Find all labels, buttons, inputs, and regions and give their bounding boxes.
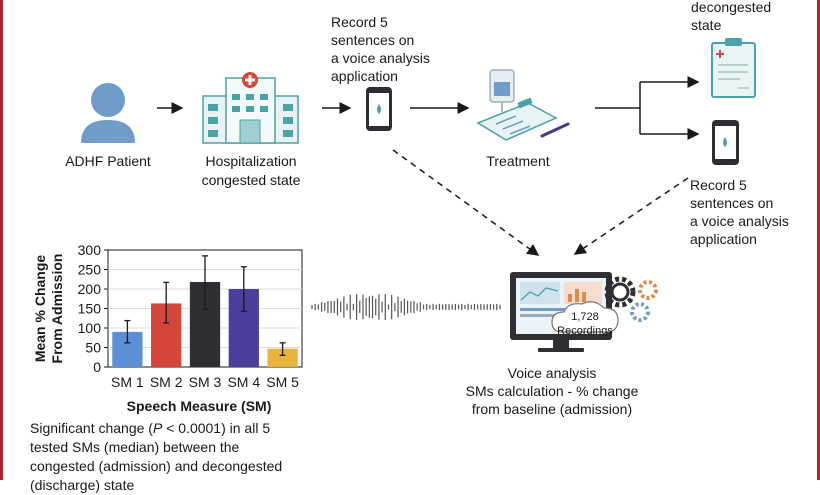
summary-line3: congested (admission) and decongested xyxy=(30,458,283,474)
y-axis-label-line2: From Admission xyxy=(49,254,65,364)
patient-label: ADHF Patient xyxy=(65,153,151,169)
record-top-line2: sentences on xyxy=(331,32,414,48)
record-bottom-line2: sentences on xyxy=(690,195,773,211)
decongested-line2: state xyxy=(691,17,722,33)
x-tick-label: SM 4 xyxy=(227,374,260,390)
recordings-label: Recordings xyxy=(557,325,613,337)
bar-5 xyxy=(267,348,298,367)
y-axis-label-line1: Mean % Change xyxy=(32,255,48,363)
y-tick-label: 300 xyxy=(78,242,102,258)
right-frame-border xyxy=(817,0,820,480)
voice-analysis-line1: Voice analysis xyxy=(508,365,597,381)
treatment-label: Treatment xyxy=(486,153,549,169)
phone-icon-top xyxy=(366,87,392,131)
patient-icon xyxy=(81,83,135,143)
record-top-line1: Record 5 xyxy=(331,14,388,30)
gears-icon xyxy=(604,276,658,322)
y-tick-label: 100 xyxy=(78,320,102,336)
audio-waveform xyxy=(311,294,501,320)
diagram-canvas: ADHF Patient Hospitalization congested s… xyxy=(32,0,789,417)
summary-line4: (discharge) state xyxy=(30,477,135,493)
summary-line2: tested SMs (median) between the xyxy=(30,439,240,455)
phone-icon-bottom xyxy=(712,120,739,165)
y-tick-label: 150 xyxy=(78,301,102,317)
record-bottom-line1: Record 5 xyxy=(690,177,747,193)
record-top-line4: application xyxy=(331,68,398,84)
left-frame-border xyxy=(0,0,3,480)
y-tick-label: 50 xyxy=(85,340,101,356)
summary-text: Significant change (P < 0.0001) in all 5… xyxy=(30,419,320,495)
dashed-arrow-top-phone-to-computer xyxy=(392,149,540,256)
voice-analysis-line2: SMs calculation - % change xyxy=(466,383,639,399)
voice-analysis-line3: from baseline (admission) xyxy=(472,401,632,417)
y-tick-label: 200 xyxy=(78,281,102,297)
record-bottom-line4: application xyxy=(690,231,757,247)
x-axis-label: Speech Measure (SM) xyxy=(127,398,272,414)
hospital-label-line2: congested state xyxy=(202,172,301,188)
x-tick-label: SM 3 xyxy=(189,374,222,390)
x-tick-label: SM 1 xyxy=(111,374,144,390)
summary-line1: Significant change (P < 0.0001) in all 5 xyxy=(30,420,271,436)
y-tick-label: 0 xyxy=(93,359,101,375)
x-tick-label: SM 2 xyxy=(150,374,183,390)
hospital-label-line1: Hospitalization xyxy=(205,153,296,169)
y-tick-label: 250 xyxy=(78,262,102,278)
decongested-line1: decongested xyxy=(691,0,771,15)
recordings-count: 1,728 xyxy=(571,311,599,323)
clipboard-icon xyxy=(711,38,756,98)
x-tick-label: SM 5 xyxy=(266,374,299,390)
treatment-icon xyxy=(476,69,570,141)
bar-chart: 0 50 100 150 200 250 300 SM 1 SM 2 SM 3 SM 4 SM 5 Sp… xyxy=(32,242,303,414)
recordings-cloud-icon xyxy=(551,301,619,333)
hospital-icon xyxy=(202,72,299,144)
record-bottom-line3: a voice analysis xyxy=(690,213,789,229)
dashed-arrow-bottom-phone-to-computer xyxy=(573,177,689,255)
record-top-line3: a voice analysis xyxy=(331,50,430,66)
